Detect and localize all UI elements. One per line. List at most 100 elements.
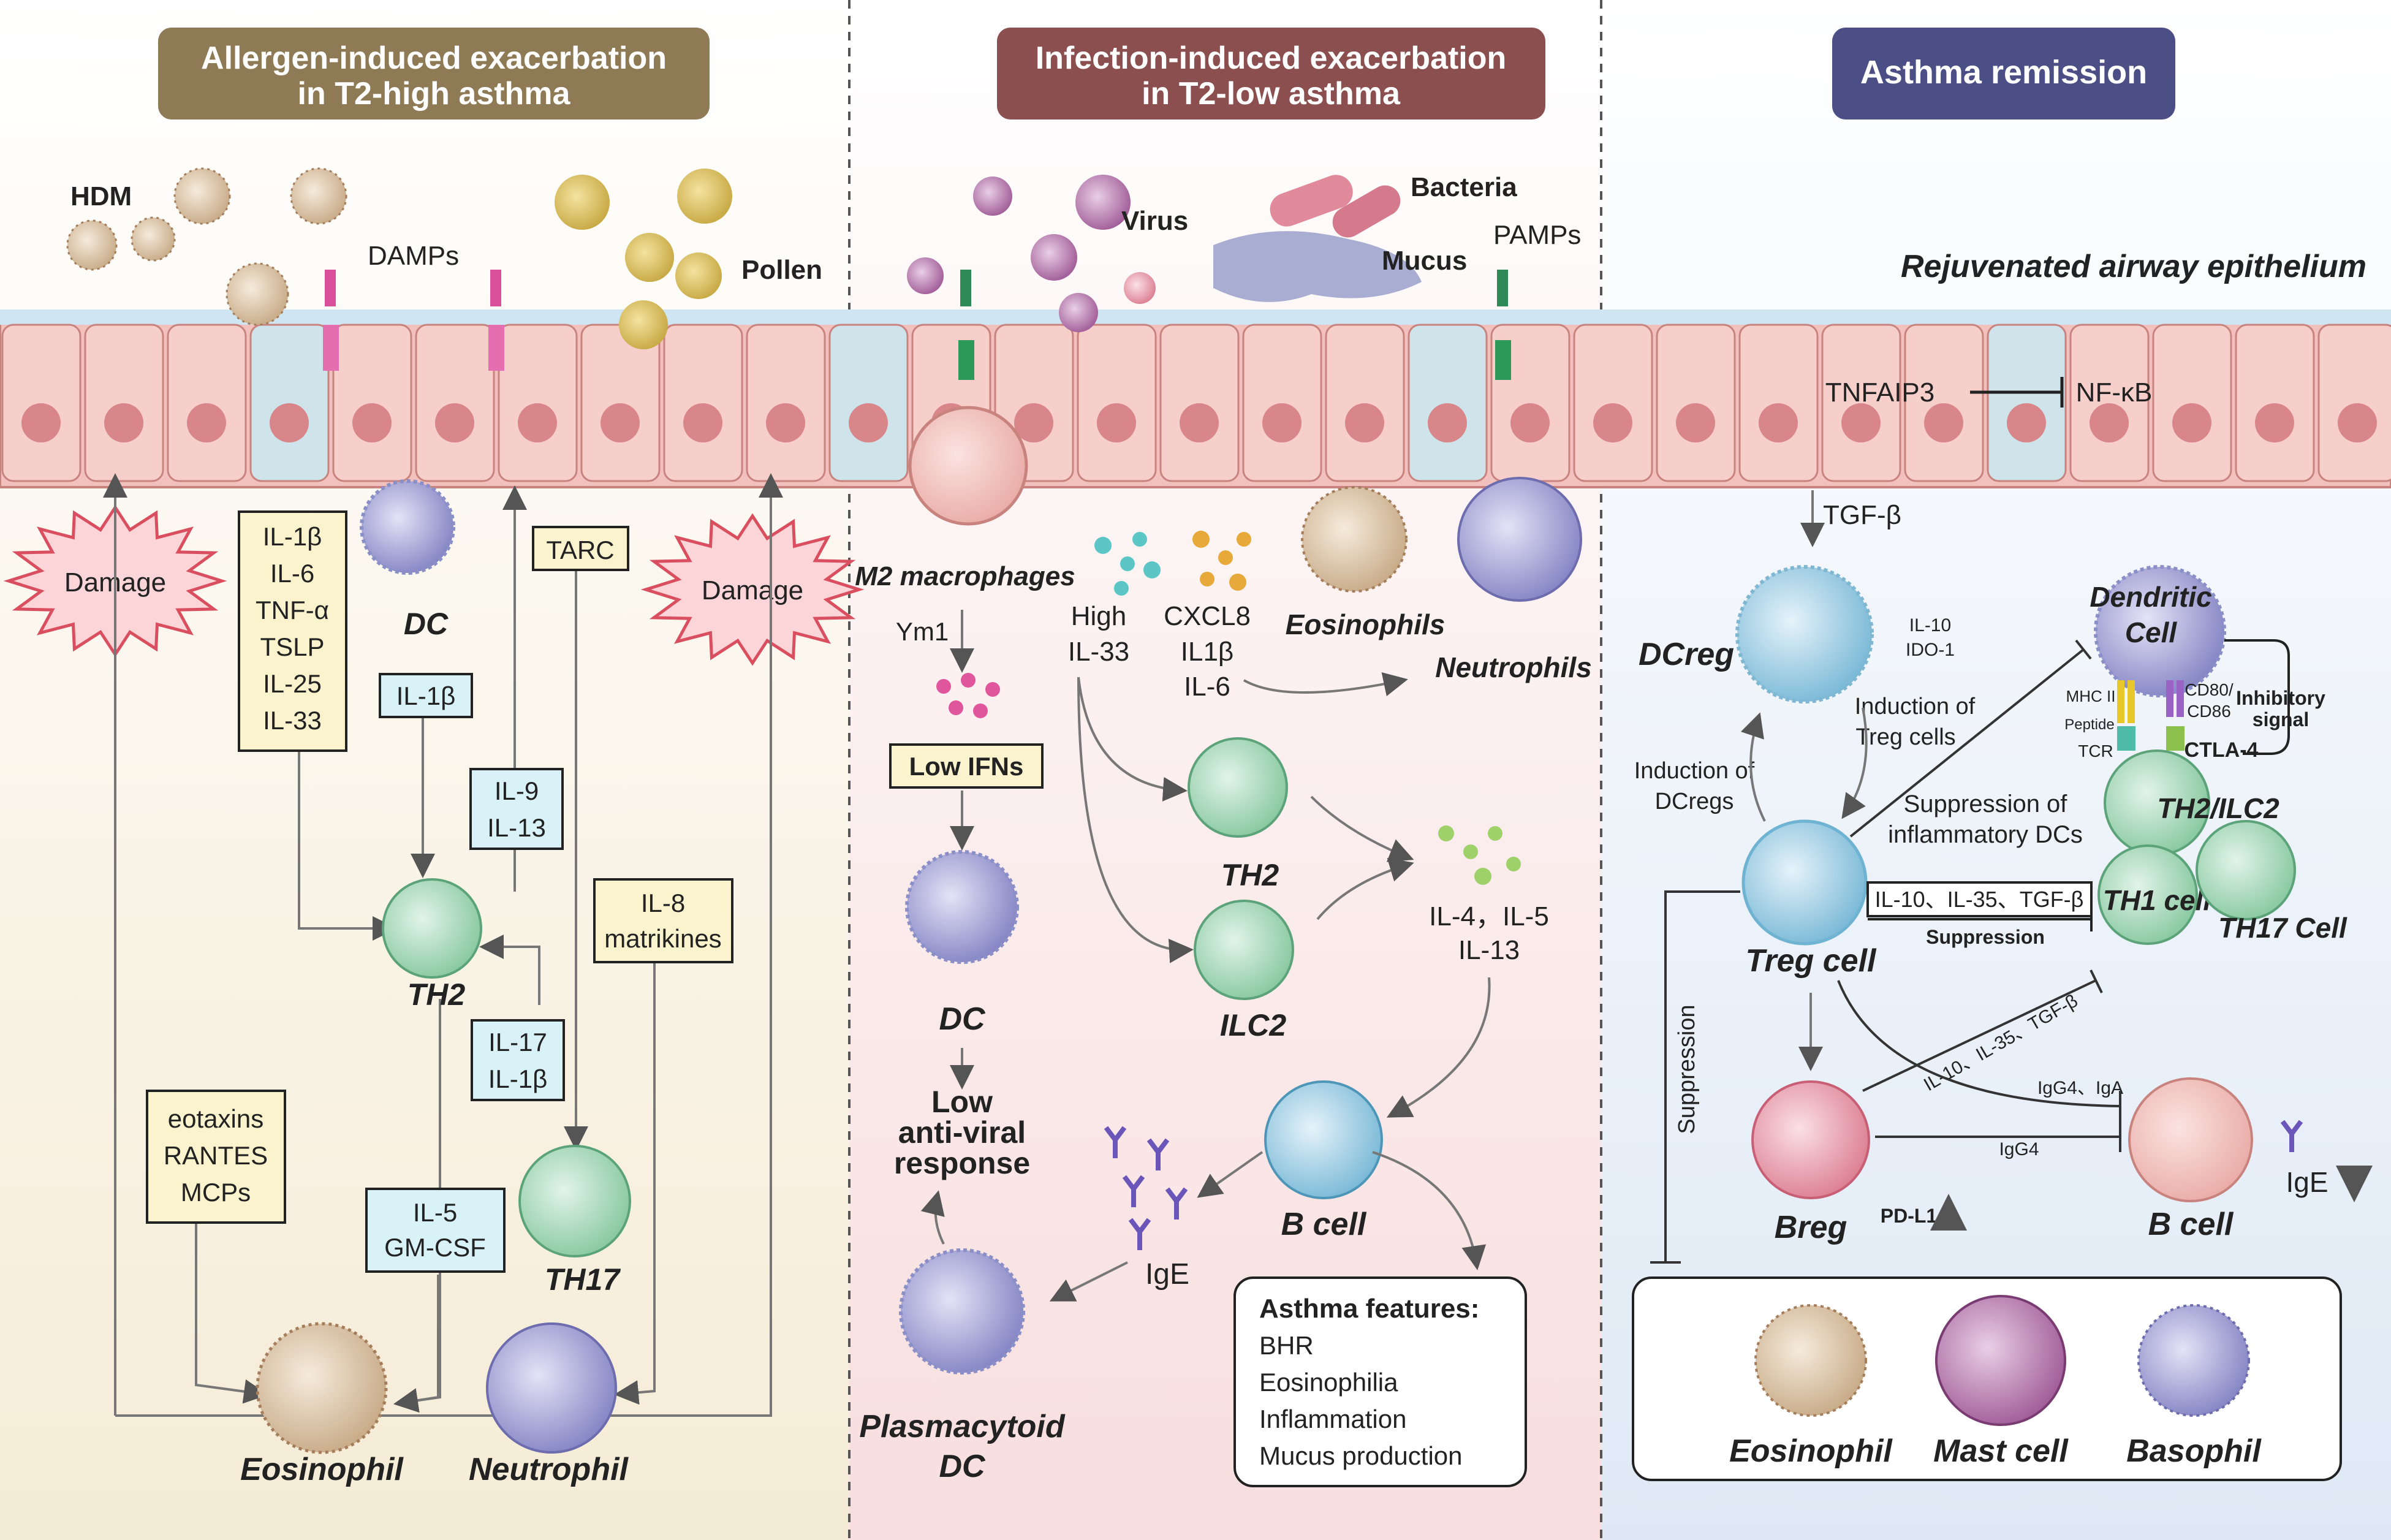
epithelial-nucleus	[435, 403, 474, 442]
ige-label: IgE	[1145, 1258, 1189, 1291]
epithelial-cell	[249, 324, 330, 482]
cytokine-item: IL-33	[263, 706, 322, 735]
asthma-feature-item: Eosinophilia	[1259, 1368, 1398, 1397]
il1b-box: IL-1β	[379, 673, 473, 718]
dcreg-cell	[1735, 565, 1874, 704]
igg4-iga-label: IgG4、IgA	[2037, 1078, 2123, 1098]
svg-text:matrikines: matrikines	[604, 924, 721, 953]
epithelial-cell	[1, 324, 81, 482]
il13-label-2: IL-13	[1458, 935, 1520, 965]
epithelial-nucleus	[270, 403, 309, 442]
epithelial-nucleus	[1759, 403, 1798, 442]
b-cell-label-3: B cell	[2148, 1207, 2234, 1242]
epithelial-nucleus	[1262, 403, 1302, 442]
panel3-arrows	[1740, 707, 1868, 1071]
svg-text:Asthma features:: Asthma features:	[1259, 1294, 1479, 1324]
inhibitory-label-1: Inhibitory	[2236, 687, 2325, 709]
b-cell-3	[2128, 1077, 2253, 1202]
suppression-dc-label-2: inflammatory DCs	[1888, 821, 2083, 848]
th1-cell	[2097, 844, 2198, 945]
svg-text:in T2-low asthma: in T2-low asthma	[1142, 76, 1401, 112]
cytokine-item: IL-1β	[263, 522, 322, 551]
tarc-box: TARC	[532, 526, 629, 571]
treg-cell	[1741, 819, 1868, 946]
il4-dots	[1438, 825, 1521, 885]
pamps-label: PAMPs	[1493, 220, 1581, 250]
epithelial-nucleus	[849, 403, 888, 442]
epithelial-nucleus	[1097, 403, 1136, 442]
dendritic-label-2: Cell	[2125, 616, 2178, 648]
svg-text:MCPs: MCPs	[181, 1178, 251, 1207]
neutrophil-cell	[486, 1322, 617, 1454]
neutrophils-cell	[1457, 477, 1582, 602]
epithelial-nucleus	[601, 403, 640, 442]
epithelial-nucleus	[187, 403, 226, 442]
th2-label-2: TH2	[1221, 858, 1279, 892]
epithelial-cell	[1242, 324, 1322, 482]
damage-badge-right: Damage	[640, 513, 865, 666]
rejuvenated-label: Rejuvenated airway epithelium	[1901, 249, 2366, 284]
svg-text:IL-8: IL-8	[641, 889, 685, 917]
header-infection: Infection-induced exacerbation in T2-low…	[997, 28, 1545, 119]
epithelial-cell	[415, 324, 495, 482]
panel3-inhibitions	[1650, 639, 2121, 1264]
dc-cell-2	[905, 850, 1019, 964]
low-ifns-box: Low IFNs	[889, 743, 1044, 789]
cxcl8-dots	[1192, 531, 1251, 591]
epithelial-nucleus	[2338, 403, 2377, 442]
panel2-arrows	[920, 610, 1491, 1302]
breg-cell	[1751, 1080, 1870, 1199]
pdc-dc-label: DC	[939, 1449, 986, 1484]
mhc-receptor	[2117, 680, 2184, 751]
cd80-label: CD80/	[2184, 680, 2234, 699]
pamp-receptors	[958, 270, 1511, 380]
antiviral-label: anti-viral	[898, 1115, 1026, 1150]
eosinophil-cell	[256, 1322, 388, 1454]
epithelial-cell	[1408, 324, 1488, 482]
cytokine-item: IL-25	[263, 669, 322, 698]
dendritic-label-1: Dendritic	[2090, 581, 2211, 613]
effector-cells-box: Eosinophil Mast cell Basophil	[1632, 1276, 2342, 1481]
neutrophils-label: Neutrophils	[1435, 651, 1592, 683]
svg-text:IL-17: IL-17	[488, 1028, 547, 1056]
induction-treg-label-1: Induction of	[1855, 694, 1976, 719]
svg-text:Infection-induced exacerbation: Infection-induced exacerbation	[1036, 40, 1507, 76]
breg-label: Breg	[1775, 1210, 1847, 1245]
asthma-feature-item: BHR	[1259, 1331, 1314, 1360]
th17-cell-3	[2196, 820, 2296, 920]
epithelial-nucleus	[1510, 403, 1550, 442]
il10-label: IL-10	[1909, 615, 1951, 635]
il33-label: IL-33	[1068, 637, 1129, 667]
neutrophil-label: Neutrophil	[469, 1452, 629, 1487]
suppression-vertical-label: Suppression	[1674, 1004, 1700, 1134]
il5-gmcsf-box: IL-5 GM-CSF	[365, 1188, 506, 1273]
b-cell-label-2: B cell	[1281, 1207, 1367, 1242]
ige-antibody-3	[2280, 1120, 2303, 1152]
epithelial-cell	[1738, 324, 1819, 482]
th2ilc2-label: TH2/ILC2	[2157, 792, 2279, 824]
damp-receptors	[323, 270, 504, 371]
dc-label-2: DC	[939, 1001, 986, 1037]
m2-label: M2 macrophages	[855, 561, 1075, 591]
il6-label-2: IL-6	[1184, 672, 1230, 702]
epithelial-cell	[1159, 324, 1240, 482]
th17-label: TH17	[545, 1262, 621, 1297]
svg-text:IL-9: IL-9	[494, 776, 539, 805]
svg-text:eotaxins: eotaxins	[168, 1104, 263, 1133]
epithelial-nucleus	[1014, 403, 1053, 442]
bacteria	[1270, 175, 1401, 238]
epithelial-cell	[1573, 324, 1653, 482]
eosinophil-cell-3	[1754, 1304, 1867, 1417]
asthma-feature-item: Mucus production	[1259, 1441, 1463, 1470]
epithelial-nucleus	[21, 403, 61, 442]
header-allergen: Allergen-induced exacerbation in T2-high…	[158, 28, 710, 119]
mast-label: Mast cell	[1933, 1433, 2069, 1469]
pollen-label: Pollen	[741, 255, 822, 285]
epithelial-cell	[1987, 324, 2067, 482]
airway-epithelium	[0, 309, 2391, 488]
epithelial-cell	[1656, 324, 1736, 482]
epithelial-cell	[663, 324, 743, 482]
epithelial-nucleus	[1676, 403, 1715, 442]
